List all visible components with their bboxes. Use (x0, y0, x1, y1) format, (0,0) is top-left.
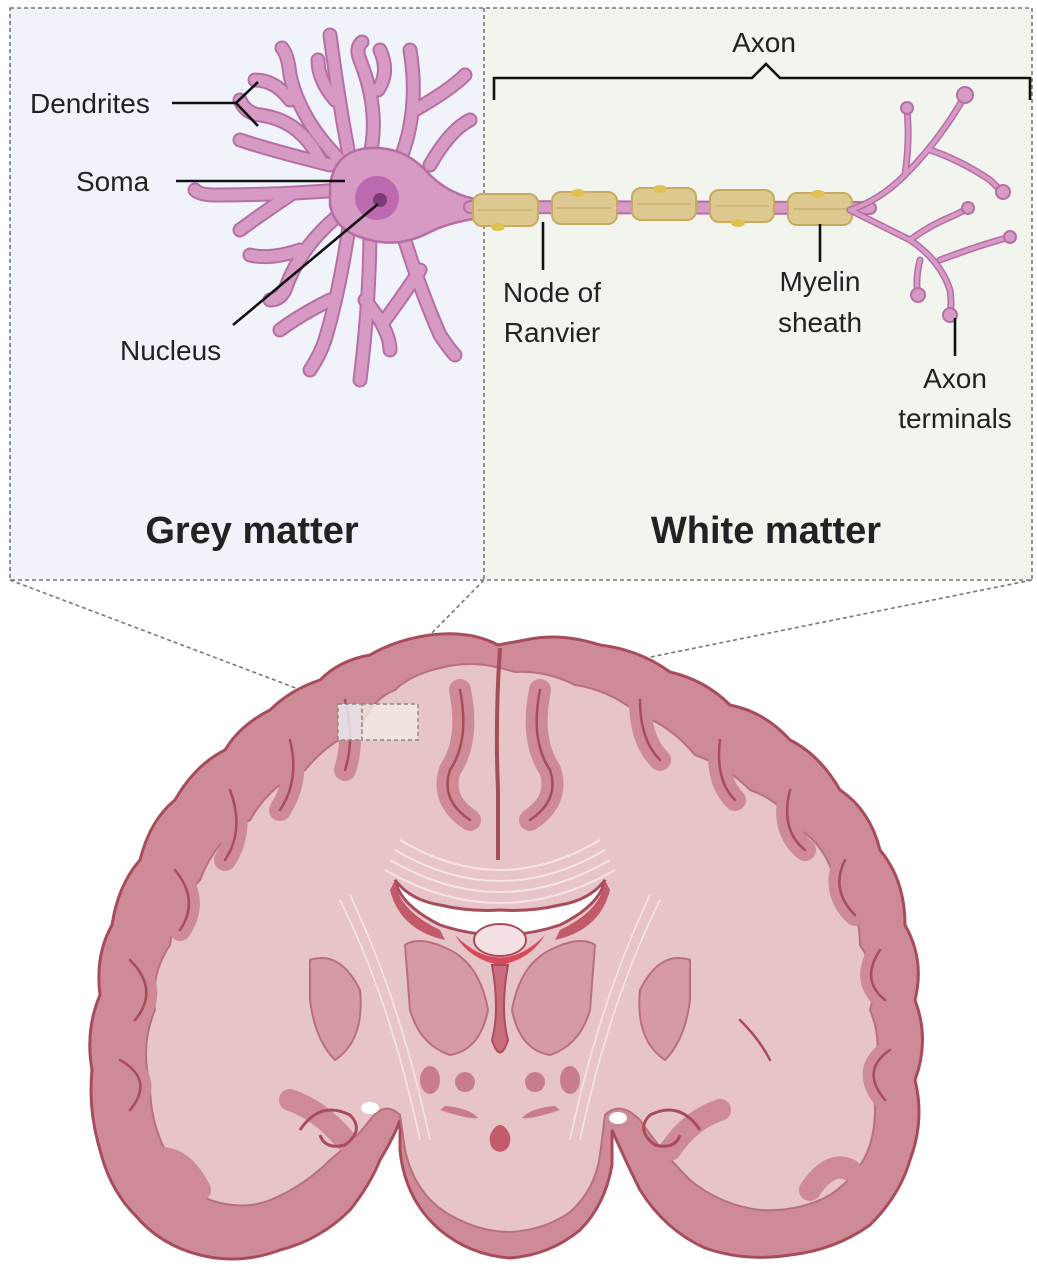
label-node-line2: Ranvier (504, 317, 600, 348)
label-terminals-line1: Axon (923, 363, 987, 394)
label-nucleus: Nucleus (120, 335, 221, 366)
grey-matter-title: Grey matter (145, 510, 359, 552)
label-node-line1: Node of (503, 277, 601, 308)
label-myelin-line1: Myelin (780, 266, 861, 297)
fornix (474, 924, 526, 956)
brain-section (90, 634, 923, 1259)
label-myelin-line2: sheath (778, 307, 862, 338)
myelin-sheaths (473, 188, 852, 226)
label-soma: Soma (76, 166, 150, 197)
white-matter-sample-box (362, 704, 418, 740)
grey-matter-sample-box (338, 704, 362, 740)
label-axon: Axon (732, 27, 796, 58)
label-terminals-line2: terminals (898, 403, 1012, 434)
label-dendrites: Dendrites (30, 88, 150, 119)
white-matter-title: White matter (651, 510, 881, 552)
